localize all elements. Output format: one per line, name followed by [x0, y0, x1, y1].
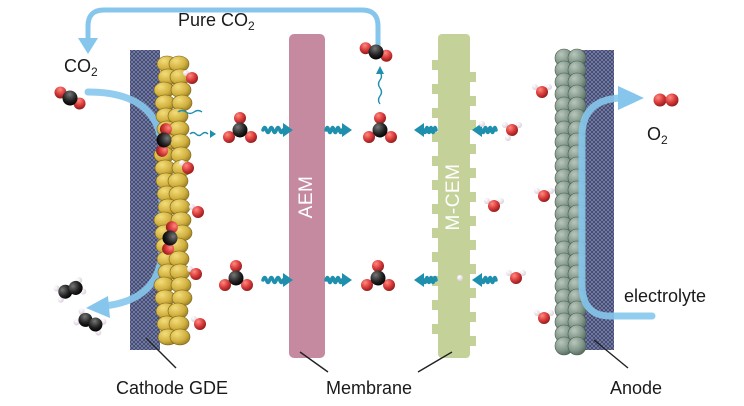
- carbonate-ion-icon: [223, 112, 257, 143]
- co2-molecule-icon: [156, 123, 172, 157]
- pure-co2-label: Pure CO2: [178, 10, 255, 33]
- anode-leader-line: [593, 339, 629, 369]
- wavy-arrow-icon: [189, 131, 209, 137]
- carbonate-ion-icon: [363, 112, 397, 143]
- co2-molecule-icon: [54, 86, 86, 110]
- molecules: [53, 42, 679, 336]
- membrane-leader-line-mcem: [417, 351, 453, 373]
- wavy-arrow-icon: [472, 123, 498, 137]
- pure-co2-arrowhead: [78, 38, 98, 54]
- mcem-label: M-CEM: [443, 163, 464, 231]
- cathode-gde-layer: [130, 50, 160, 350]
- electrolyte-flow-arrow: [578, 94, 656, 320]
- o2-molecule-icon: [653, 93, 679, 107]
- water-molecule-icon: [534, 188, 554, 202]
- carbonate-ion-icon: [219, 260, 253, 291]
- hydroxide-ion-icon: [189, 204, 204, 218]
- anode-catalyst-particles: [554, 48, 587, 356]
- aem-label: AEM: [296, 175, 317, 219]
- wavy-arrow-icon: [261, 273, 293, 287]
- pure-co2-recycle-arrow: [85, 7, 381, 48]
- ethylene-molecule-icon: [53, 277, 87, 303]
- wavy-arrow-icon: [324, 273, 352, 287]
- co2-molecule-icon: [359, 42, 393, 62]
- proton-icon: [457, 275, 463, 281]
- ethylene-molecule-icon: [73, 308, 107, 336]
- cathode-catalyst-particles: [153, 55, 193, 346]
- hydroxide-ion-icon: [191, 316, 206, 330]
- co2-molecule-icon: [162, 221, 178, 255]
- cathode-leader-line: [145, 337, 177, 369]
- hydroxide-ion-icon: [183, 70, 198, 84]
- proton-icon: [479, 121, 485, 127]
- hydroxide-ion-icon: [179, 160, 194, 174]
- ion-transport-arrows: [177, 66, 498, 287]
- wavy-arrow-icon: [377, 71, 383, 105]
- o2-outflow-arrowhead: [618, 86, 644, 110]
- carbonate-ion-icon: [361, 260, 395, 291]
- wavy-arrow-icon: [324, 123, 352, 137]
- anode-label: Anode: [610, 378, 663, 398]
- o2-label: O2: [647, 124, 668, 147]
- wavy-arrow-icon: [414, 273, 438, 287]
- wavy-arrow-icon: [177, 109, 203, 115]
- wavy-arrow-icon: [472, 273, 498, 287]
- water-molecule-icon: [502, 122, 522, 136]
- membrane-leader-line-aem: [299, 351, 329, 373]
- water-molecule-icon: [484, 198, 504, 212]
- water-molecule-icon: [532, 84, 552, 98]
- co2-feed-label: CO2: [64, 56, 98, 79]
- hydroxide-ion-icon: [187, 266, 202, 280]
- water-molecule-icon: [506, 270, 526, 284]
- product-outflow-arrowhead: [86, 296, 110, 318]
- proton-icon: [505, 135, 511, 141]
- aem-membrane: [289, 34, 325, 358]
- wavy-arrow-icon: [414, 123, 438, 137]
- cathode-gde-label: Cathode GDE: [116, 378, 229, 398]
- wavy-arrow-icon: [261, 123, 293, 137]
- water-molecule-icon: [534, 310, 554, 324]
- electrolyte-label: electrolyte: [624, 286, 707, 306]
- membrane-label: Membrane: [326, 378, 413, 398]
